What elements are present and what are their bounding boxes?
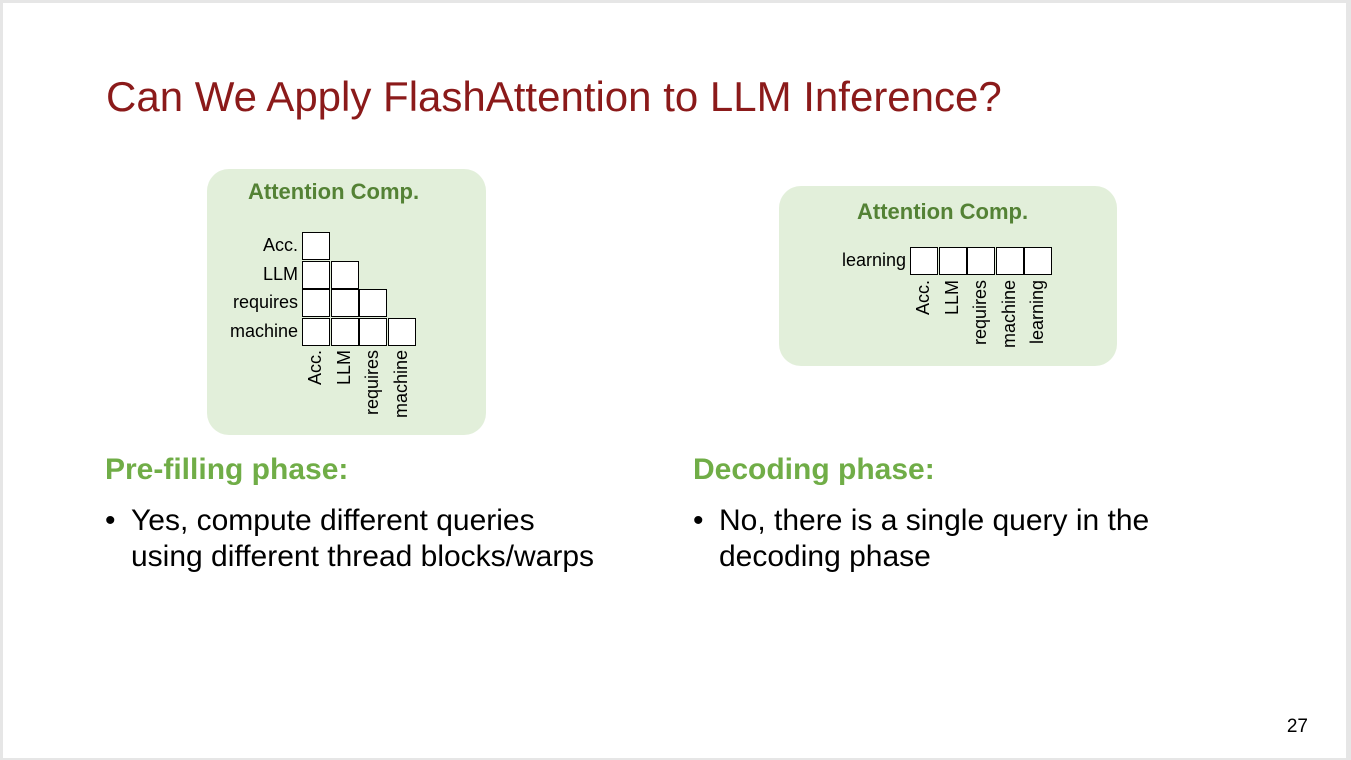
prefill-attention-cell xyxy=(302,232,330,260)
prefill-bullet: • Yes, compute different queries using d… xyxy=(105,503,665,583)
decode-attention-cell xyxy=(1024,247,1052,275)
decode-col-label: requires xyxy=(970,279,990,345)
prefill-bullet-text: Yes, compute different queries using dif… xyxy=(131,503,594,575)
prefill-attention-cell xyxy=(330,317,359,346)
decode-attention-cell xyxy=(910,247,938,275)
prefill-bullet-line: Yes, compute different queries xyxy=(131,504,535,537)
slide: Can We Apply FlashAttention to LLM Infer… xyxy=(3,3,1346,758)
slide-title: Can We Apply FlashAttention to LLM Infer… xyxy=(106,73,1002,120)
decode-attention-cell xyxy=(938,247,967,275)
bullet-dot: • xyxy=(105,504,116,537)
decode-bullet-text: No, there is a single query in the decod… xyxy=(719,503,1149,575)
prefill-attention-cell xyxy=(330,289,359,317)
prefill-bullet-line: using different thread blocks/warps xyxy=(131,540,595,573)
prefill-row-label: machine xyxy=(229,320,298,341)
decode-col-label: machine xyxy=(998,279,1019,348)
decode-attention-cell xyxy=(967,247,995,275)
decode-attention-panel xyxy=(779,186,1117,366)
prefill-attention-cell xyxy=(359,289,387,317)
prefill-phase-title: Pre-filling phase: xyxy=(105,453,349,486)
decode-col-label: Acc. xyxy=(913,279,933,315)
prefill-row-label: Acc. xyxy=(262,235,298,255)
decode-bullet-line: No, there is a single query in the xyxy=(719,504,1150,537)
decode-col-label: LLM xyxy=(941,279,962,315)
prefill-col-label: requires xyxy=(362,349,382,415)
prefill-attention-cell xyxy=(302,260,330,289)
decode-bullet-line: decoding phase xyxy=(719,540,931,573)
prefill-attention-cell xyxy=(302,289,330,317)
page-number: 27 xyxy=(1286,716,1308,737)
prefill-row-label: LLM xyxy=(262,263,298,284)
bullet-dot: • xyxy=(693,504,704,537)
prefill-row-label: requires xyxy=(232,292,298,312)
prefill-attention-cell xyxy=(387,317,416,346)
decode-attention-title: Attention Comp. xyxy=(857,199,1029,224)
decode-attention-cell xyxy=(995,247,1024,275)
prefill-attention-cell xyxy=(330,260,359,289)
prefill-attention-title: Attention Comp. xyxy=(248,179,420,204)
prefill-col-label: LLM xyxy=(333,349,354,385)
decode-col-label: learning xyxy=(1027,279,1047,344)
prefill-col-label: Acc. xyxy=(305,349,325,385)
prefill-attention-cell xyxy=(302,317,330,346)
decode-row-label: learning xyxy=(841,250,906,270)
prefill-col-label: machine xyxy=(390,349,411,418)
prefill-attention-cell xyxy=(359,317,387,346)
decode-bullet: • No, there is a single query in the dec… xyxy=(693,503,1253,583)
decode-phase-title: Decoding phase: xyxy=(693,453,935,486)
